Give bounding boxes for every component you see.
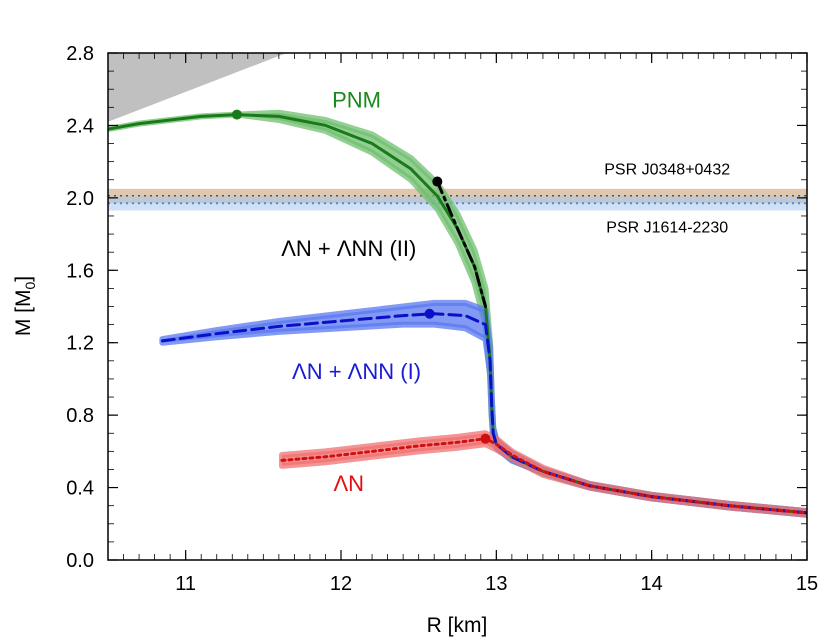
y-tick-label: 2.8 xyxy=(66,43,94,65)
x-tick-label: 11 xyxy=(175,573,196,595)
ln-label: ΛN xyxy=(333,471,364,496)
lnn1-label: ΛN + ΛNN (I) xyxy=(292,359,421,384)
y-tick-label: 1.6 xyxy=(66,260,94,282)
y-tick-label: 0.4 xyxy=(66,478,94,500)
x-axis-title: R [km] xyxy=(427,614,488,637)
psr-j0348-label: PSR J0348+0432 xyxy=(604,161,730,178)
y-tick-label: 0.8 xyxy=(66,405,94,427)
pnm-uncertainty xyxy=(108,109,807,518)
pulsar-bands xyxy=(108,188,807,211)
uncertainty-bands xyxy=(108,109,807,518)
axis-ticks xyxy=(107,52,808,561)
pnm-label: PNM xyxy=(332,87,381,112)
x-tick-label: 13 xyxy=(485,573,507,595)
lambdan-lambdann-ii-line xyxy=(435,180,487,308)
series-lines xyxy=(108,113,807,515)
lambdan-lambdann-ii-marker xyxy=(432,176,443,187)
y-axis-title-main: M [M xyxy=(12,289,35,336)
y-tick-label: 1.2 xyxy=(66,333,94,355)
lambdan-marker xyxy=(480,433,491,444)
lambdan-uncertainty xyxy=(278,430,807,518)
y-tick-label: 2.4 xyxy=(66,115,94,137)
lnn2-label: ΛN + ΛNN (II) xyxy=(281,236,416,261)
y-axis-title-sub: 0 xyxy=(22,281,38,289)
psr-j1614-label: PSR J1614-2230 xyxy=(606,219,728,236)
excluded-region xyxy=(108,53,287,122)
lambdan-lambdann-i-uncertainty xyxy=(159,299,807,518)
x-tick-label: 14 xyxy=(641,573,663,595)
plot-area xyxy=(108,53,807,518)
series-markers xyxy=(231,109,491,444)
x-tick-label: 15 xyxy=(796,573,818,595)
tick-labels: 11 12 13 14 15 0.0 0.4 0.8 1.2 1.6 2.0 2.4 2.8 xyxy=(66,43,818,595)
lambdan-line xyxy=(280,437,807,515)
y-axis-title-close: ] xyxy=(12,276,35,282)
y-tick-label: 0.0 xyxy=(66,550,94,572)
pnm-marker xyxy=(231,109,242,120)
y-axis-title: M [M0] xyxy=(12,276,38,336)
y-tick-label: 2.0 xyxy=(66,188,94,210)
x-tick-label: 12 xyxy=(330,573,352,595)
lambdan-lambdann-i-marker xyxy=(424,308,435,319)
